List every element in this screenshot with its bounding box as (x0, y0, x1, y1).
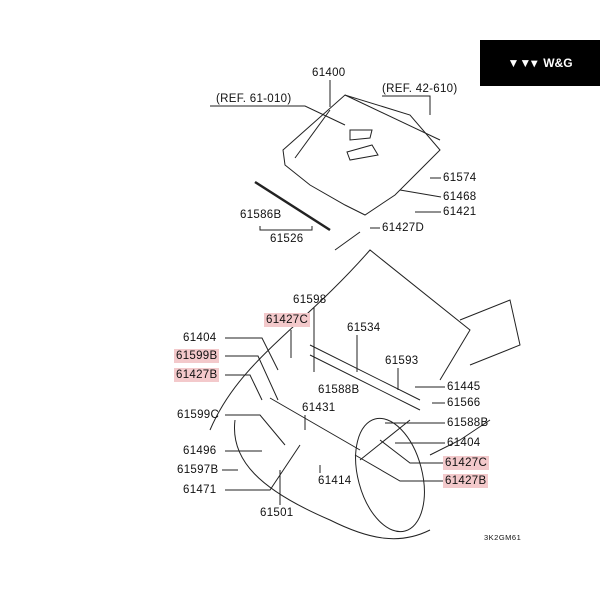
hood-support-rod (309, 344, 421, 411)
part-label: 61593 (385, 355, 419, 367)
ref-label: (REF. 61-010) (216, 93, 292, 105)
part-label-highlighted: 61427C (264, 313, 311, 327)
part-label: 61496 (183, 445, 217, 457)
car-body-outline (209, 249, 471, 431)
part-label: 61471 (183, 484, 217, 496)
part-label: 61445 (447, 381, 481, 393)
part-label-highlighted: 61427B (443, 474, 489, 488)
diagram-code: 3K2GM61 (484, 533, 522, 542)
part-label: 61588B (318, 384, 360, 396)
part-label: 61586B (240, 209, 282, 221)
hood-vent (346, 129, 379, 161)
part-label: 61566 (447, 397, 481, 409)
leader-line (356, 335, 445, 444)
part-label-highlighted: 61427C (443, 456, 490, 470)
part-label: 61468 (443, 191, 477, 203)
windshield-outline (459, 299, 521, 366)
logo-text: W&G (543, 56, 573, 70)
part-label: 61588B (447, 417, 489, 429)
part-label: 61598 (293, 294, 327, 306)
hood-edge (294, 109, 331, 159)
part-label: 61431 (302, 402, 336, 414)
leader-line (222, 414, 306, 491)
weatherstrip (254, 180, 331, 232)
ref-label: (REF. 42-610) (382, 83, 458, 95)
car-body-outline (233, 419, 431, 540)
part-label: 61404 (447, 437, 481, 449)
part-label: 61414 (318, 475, 352, 487)
logo-mark-icon: ▼▼▾ (507, 56, 538, 70)
part-label: 61421 (443, 206, 477, 218)
wheel-outline (355, 417, 425, 533)
leader-bracket (259, 226, 313, 231)
release-cable (269, 397, 411, 461)
part-label: 61599C (177, 409, 220, 421)
leader-line (334, 177, 442, 251)
part-label: 61534 (347, 322, 381, 334)
leader-line (210, 80, 431, 126)
part-label: 61597B (177, 464, 219, 476)
leader-line (225, 307, 315, 401)
part-label-highlighted: 61599B (174, 349, 220, 363)
part-label-highlighted: 61427B (174, 368, 220, 382)
part-label: 61400 (312, 67, 346, 79)
brand-logo: ▼▼▾ W&G (480, 40, 600, 86)
part-label: 61526 (270, 233, 304, 245)
part-label: 61501 (260, 507, 294, 519)
part-label: 61427D (382, 222, 425, 234)
hood-panel (282, 94, 441, 216)
leader-line (279, 419, 491, 505)
part-label: 61404 (183, 332, 217, 344)
part-label: 61574 (443, 172, 477, 184)
hood-edge (344, 94, 441, 141)
